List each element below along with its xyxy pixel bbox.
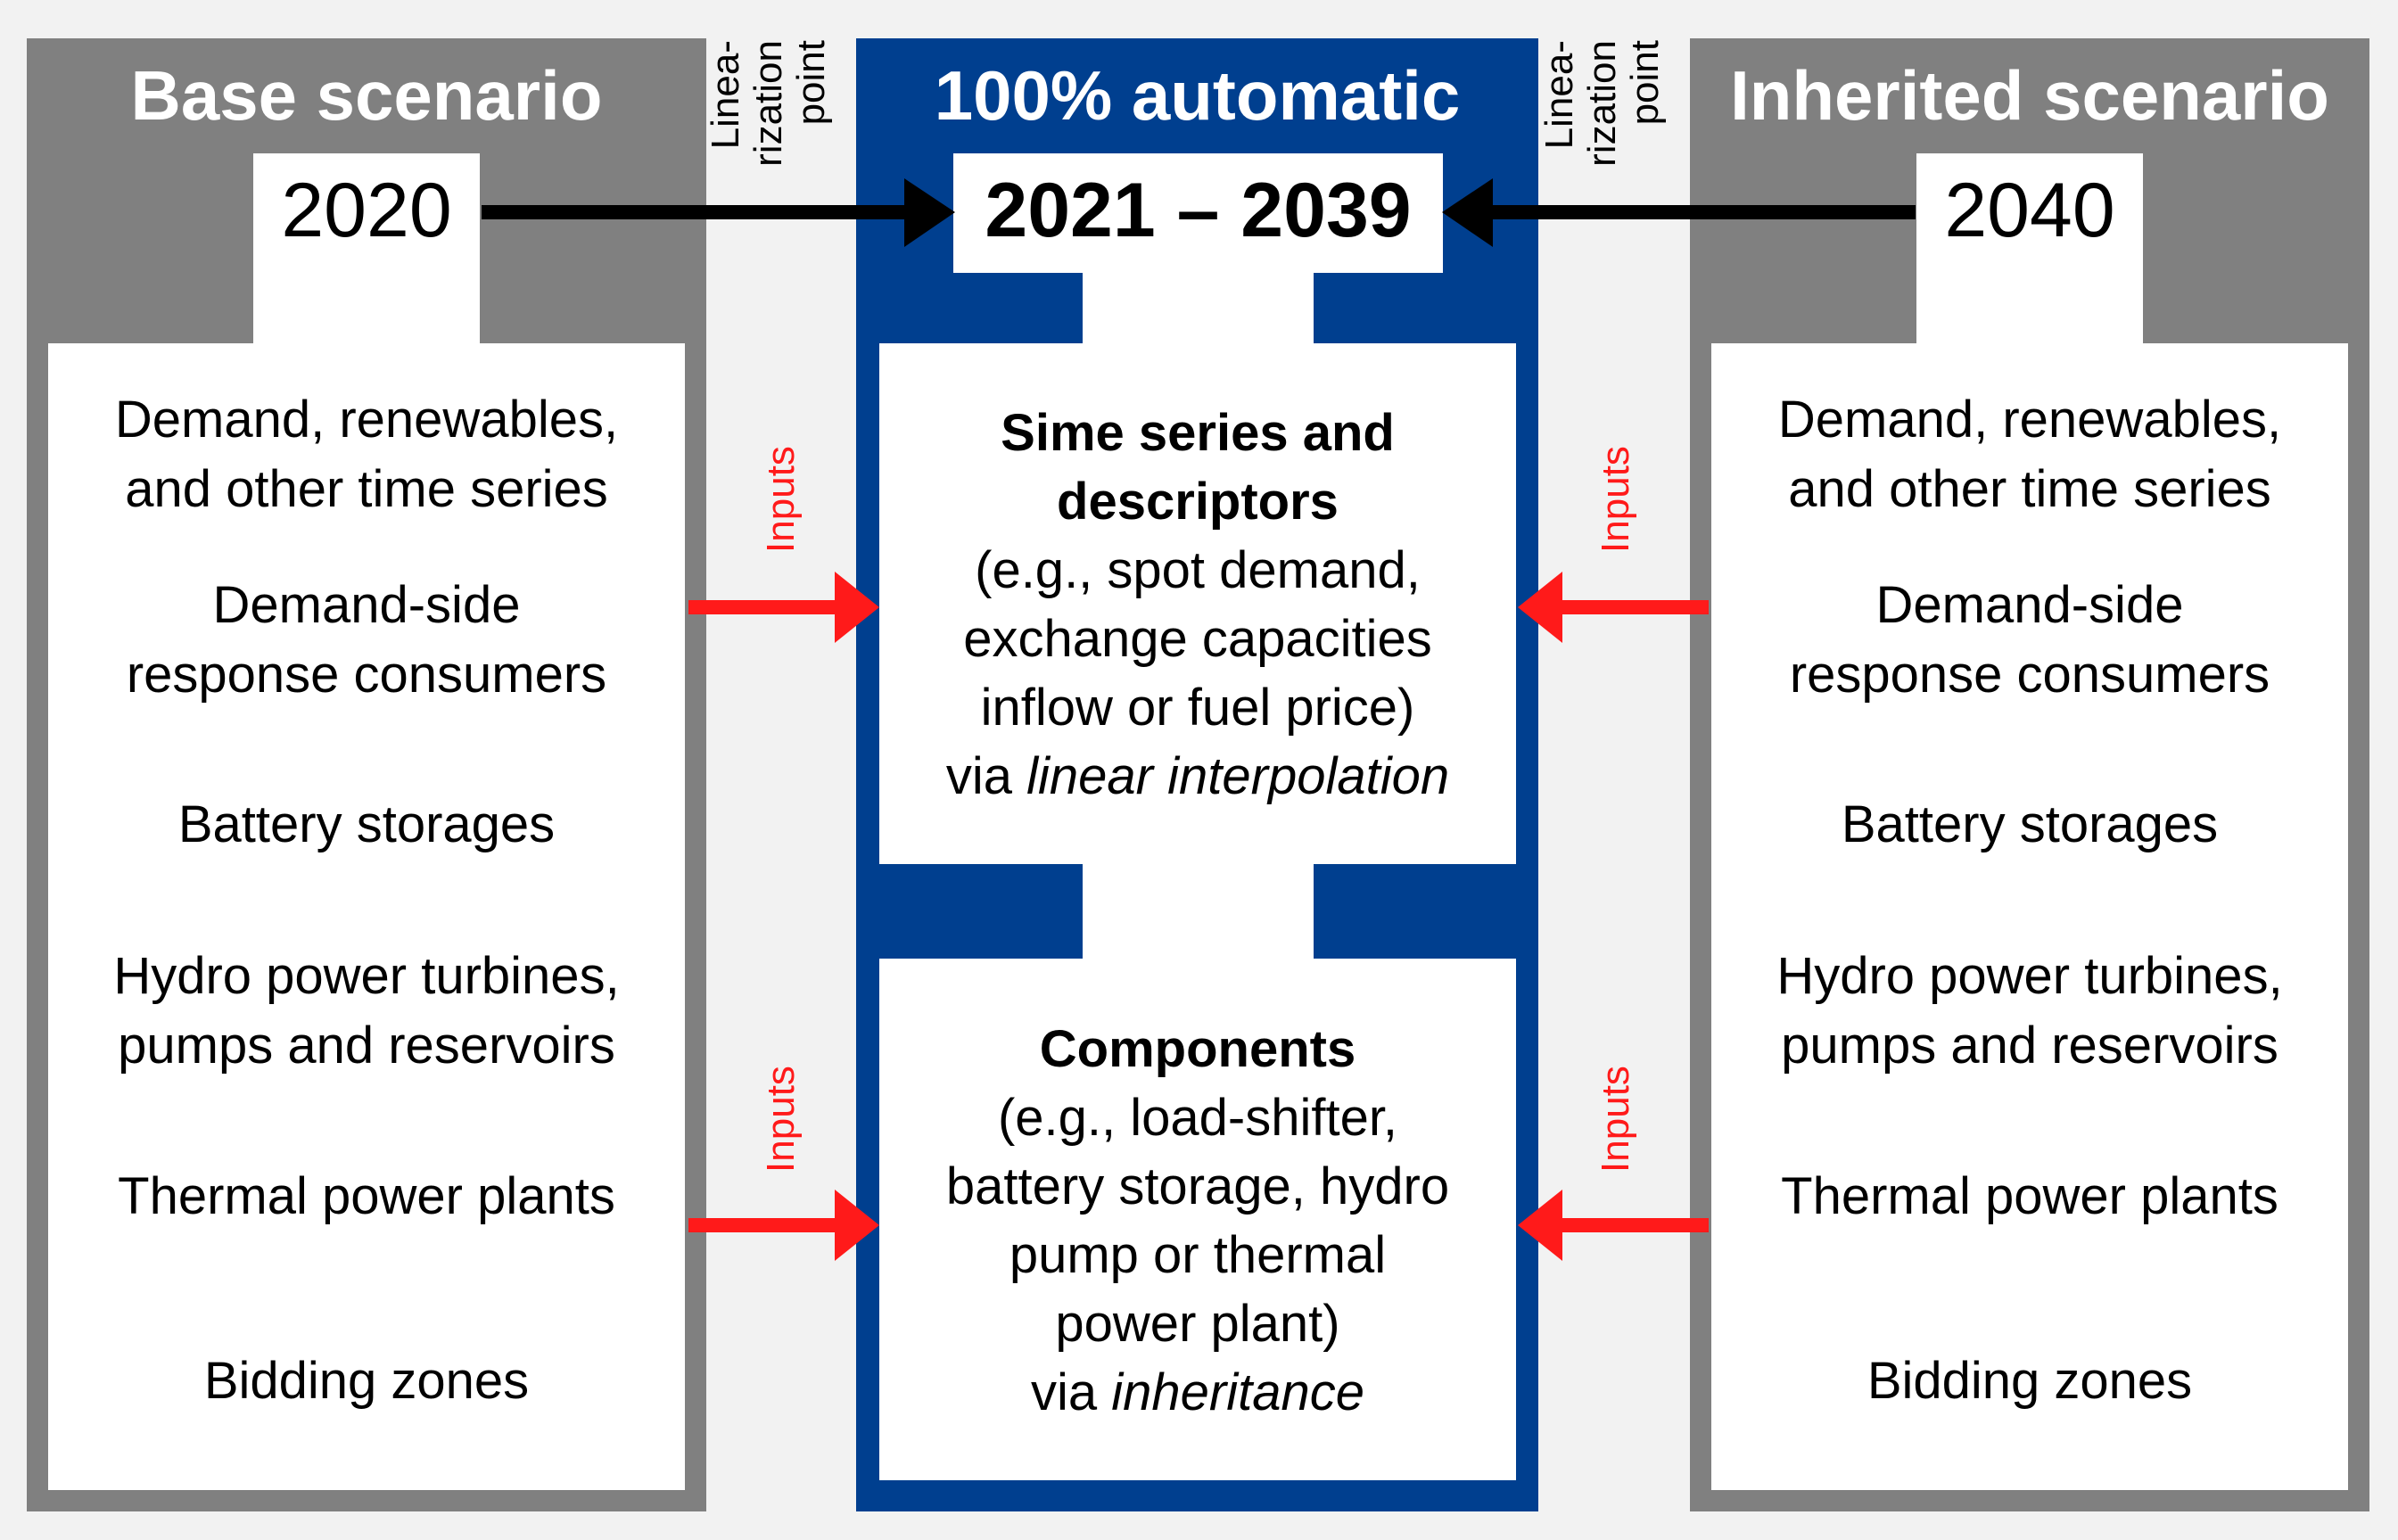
inherited-year: 2040 [1944, 168, 2115, 253]
base-item-thermal: Thermal power plants [118, 1167, 615, 1225]
base-item-time-series: Demand, renewables,and other time series [114, 391, 619, 518]
right-inputs-label-bottom: Inputs [1594, 1066, 1637, 1173]
base-year: 2020 [281, 168, 452, 253]
left-inputs-label-bottom: Inputs [759, 1066, 803, 1173]
time-series-text: Sime series and descriptors (e.g., spot … [945, 404, 1450, 805]
inherited-year-box [1916, 153, 2143, 344]
components-text: Components (e.g., load-shifter, battery … [945, 1020, 1450, 1421]
left-inputs-label-top: Inputs [759, 446, 803, 553]
interpolated-years-box [953, 153, 1443, 273]
center-connector-top [1083, 272, 1314, 345]
right-linearization-arrowhead [1442, 178, 1493, 247]
base-item-bidding: Bidding zones [203, 1352, 530, 1410]
base-scenario-title: Base scenario [130, 56, 603, 135]
inherited-item-bidding: Bidding zones [1866, 1352, 2193, 1410]
inherited-scenario-title: Inherited scenario [1730, 56, 2329, 135]
components-box [879, 959, 1516, 1480]
time-series-box [879, 343, 1516, 864]
right-inputs-label-top: Inputs [1594, 446, 1637, 553]
inherited-item-thermal: Thermal power plants [1781, 1167, 2279, 1225]
right-inputs-arrowhead-bottom [1518, 1190, 1562, 1261]
inherited-item-time-series: Demand, renewables,and other time series [1777, 391, 2282, 518]
left-inputs-arrowhead-top [835, 572, 879, 643]
left-linearization-arrowhead [904, 178, 955, 247]
inherited-item-battery: Battery storages [1841, 795, 2219, 853]
inherited-scenario-list [1711, 343, 2348, 1490]
base-item-battery: Battery storages [177, 795, 556, 853]
left-linearization-label: Linea- rization point [704, 40, 833, 167]
center-connector-middle [1083, 862, 1314, 960]
automatic-title: 100% automatic [934, 56, 1461, 135]
base-scenario-list [48, 343, 685, 1490]
right-inputs-arrowhead-top [1518, 572, 1562, 643]
base-item-hydro: Hydro power turbines,pumps and reservoir… [113, 947, 620, 1075]
left-inputs-arrowhead-bottom [835, 1190, 879, 1261]
right-linearization-label: Linea- rization point [1537, 40, 1667, 167]
interpolated-years: 2021 – 2039 [985, 168, 1412, 253]
base-year-box [253, 153, 480, 344]
inherited-item-hydro: Hydro power turbines,pumps and reservoir… [1776, 947, 2283, 1075]
